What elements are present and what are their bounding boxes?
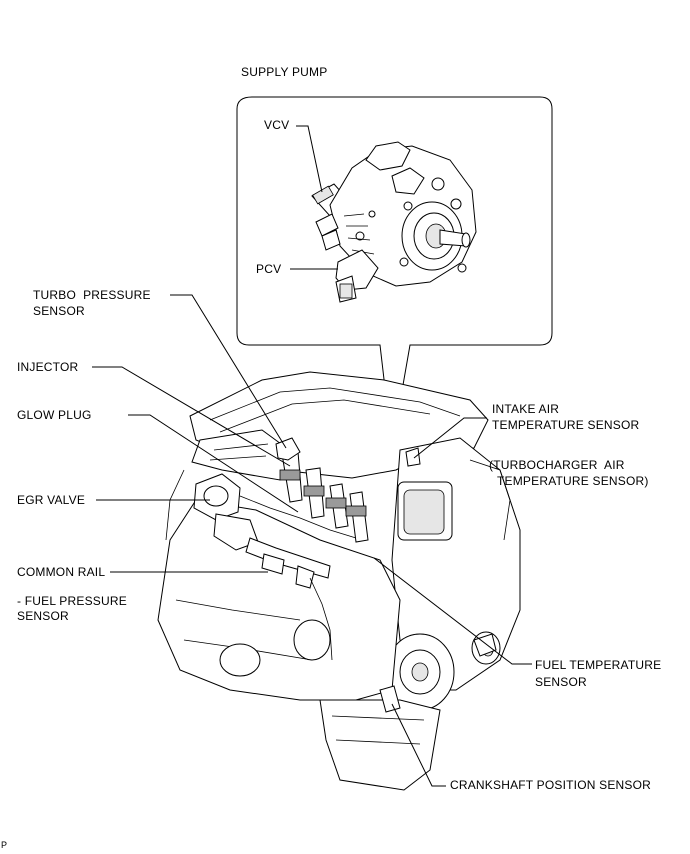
common-rail-label: COMMON RAIL (17, 565, 106, 579)
glow-plug-leader (128, 414, 299, 513)
fuel-pressure-sensor-label-line1: - FUEL PRESSURE (17, 594, 127, 608)
intake-air-temp-sensor-label-line2: TEMPERATURE SENSOR (492, 418, 640, 432)
fuel-temperature-sensor-label-line2: SENSOR (535, 675, 587, 689)
turbocharger-air-temp-sensor-label-line1: (TURBOCHARGER AIR (489, 458, 625, 472)
fuel-pressure-sensor-label-line2: SENSOR (17, 609, 69, 623)
vcv-label: VCV (264, 118, 290, 132)
glow-plug-label: GLOW PLUG (17, 408, 92, 422)
crankshaft-position-sensor-leader (391, 703, 446, 787)
crankshaft-position-sensor-label: CRANKSHAFT POSITION SENSOR (450, 778, 652, 792)
turbo-pressure-sensor-leader (170, 294, 287, 449)
injector-leader (92, 366, 291, 467)
egr-valve-label: EGR VALVE (17, 493, 86, 507)
turbo-pressure-sensor-label-line2: SENSOR (33, 304, 85, 318)
supply-pump-drawing (311, 141, 477, 303)
vcv-leader (296, 125, 323, 193)
supply-pump-label: SUPPLY PUMP (241, 65, 328, 79)
fuel-temperature-sensor-leader (373, 557, 532, 665)
leader-lines (92, 125, 532, 787)
pcv-label: PCV (256, 262, 282, 276)
corner-mark: P (1, 840, 8, 850)
fuel-temperature-sensor-label-line1: FUEL TEMPERATURE (535, 658, 662, 672)
turbo-pressure-sensor-label-line1: TURBO PRESSURE (33, 288, 151, 302)
engine-drawing (157, 371, 521, 791)
intake-air-temp-sensor-label-line1: INTAKE AIR (492, 402, 560, 416)
intake-air-temp-sensor-leader (413, 417, 487, 459)
injector-label: INJECTOR (17, 360, 79, 374)
turbocharger-air-temp-sensor-label-line2: TEMPERATURE SENSOR) (497, 474, 649, 488)
